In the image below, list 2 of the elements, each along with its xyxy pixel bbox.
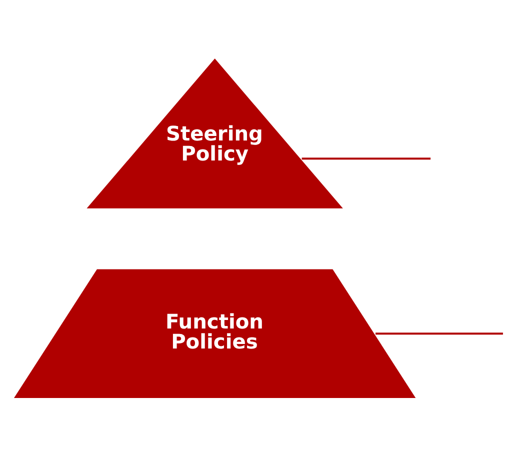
connector	[376, 332, 503, 335]
connector	[302, 158, 431, 160]
